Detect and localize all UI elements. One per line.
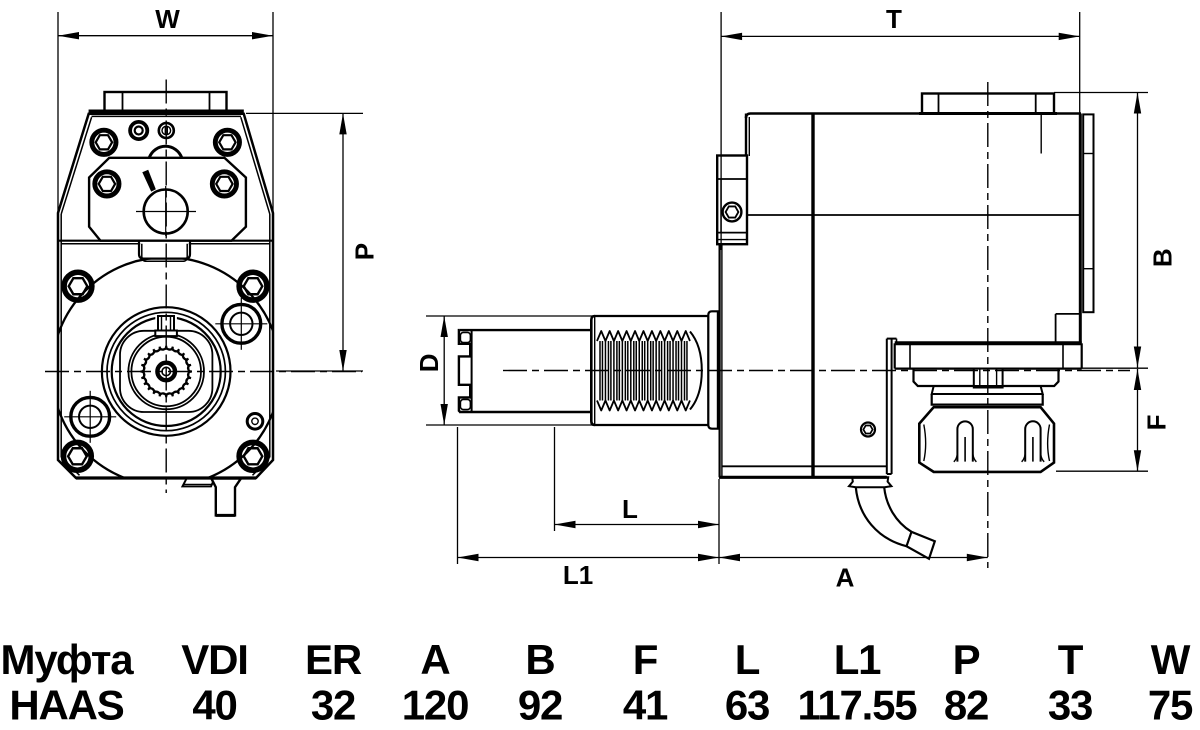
svg-text:W: W — [1151, 636, 1191, 683]
svg-text:120: 120 — [402, 682, 468, 729]
svg-text:75: 75 — [1148, 682, 1193, 729]
svg-text:P: P — [350, 243, 380, 260]
svg-text:L1: L1 — [563, 560, 593, 590]
svg-text:33: 33 — [1048, 682, 1092, 729]
svg-text:82: 82 — [944, 682, 988, 729]
svg-text:L: L — [622, 494, 638, 524]
svg-text:Муфта: Муфта — [1, 636, 135, 683]
svg-text:P: P — [953, 636, 980, 683]
svg-text:T: T — [1058, 636, 1084, 683]
svg-text:A: A — [836, 563, 855, 593]
svg-text:D: D — [414, 353, 444, 372]
svg-text:41: 41 — [623, 682, 668, 729]
svg-text:ER: ER — [305, 636, 362, 683]
svg-text:T: T — [886, 4, 902, 34]
svg-text:F: F — [1142, 414, 1172, 430]
svg-text:W: W — [155, 4, 180, 34]
svg-text:A: A — [420, 636, 450, 683]
svg-text:HAAS: HAAS — [9, 682, 123, 729]
svg-text:L: L — [735, 636, 760, 683]
svg-text:F: F — [633, 636, 658, 683]
svg-text:40: 40 — [192, 682, 236, 729]
svg-text:117.55: 117.55 — [798, 682, 918, 729]
svg-text:32: 32 — [311, 682, 355, 729]
svg-text:B: B — [525, 636, 554, 683]
svg-text:63: 63 — [725, 682, 769, 729]
svg-text:L1: L1 — [834, 636, 881, 683]
svg-text:92: 92 — [518, 682, 562, 729]
svg-text:B: B — [1148, 248, 1178, 267]
svg-text:VDI: VDI — [181, 636, 247, 683]
